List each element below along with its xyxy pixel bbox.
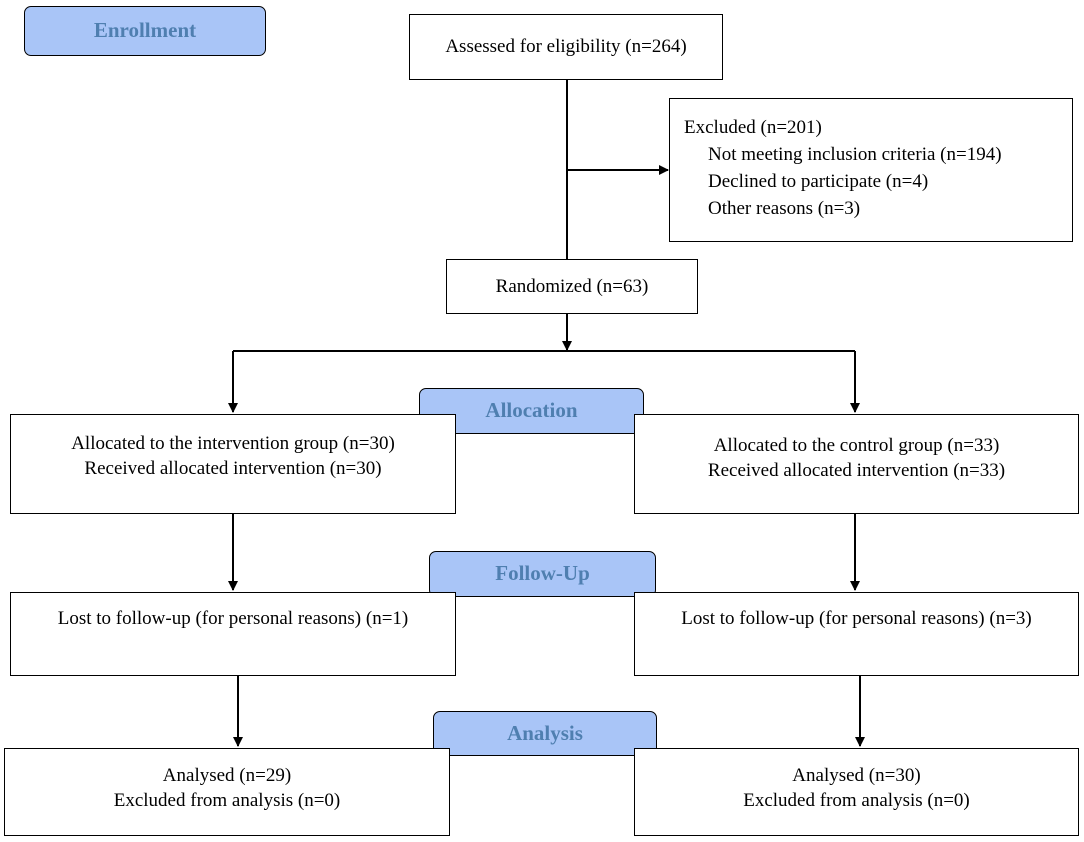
control-received-text: Received allocated intervention (n=33) xyxy=(707,460,1006,481)
randomized-box: Randomized (n=63) xyxy=(446,259,698,314)
intervention-excluded-analysis-text: Excluded from analysis (n=0) xyxy=(113,790,341,811)
control-excluded-analysis-text: Excluded from analysis (n=0) xyxy=(743,790,970,811)
randomized-text: Randomized (n=63) xyxy=(495,276,649,297)
intervention-allocated-text: Allocated to the intervention group (n=3… xyxy=(71,433,395,454)
control-allocated-text: Allocated to the control group (n=33) xyxy=(713,435,1000,456)
intervention-received-text: Received allocated intervention (n=30) xyxy=(84,458,382,479)
intervention-lost-text: Lost to follow-up (for personal reasons)… xyxy=(57,608,409,629)
control-allocation-box: Allocated to the control group (n=33) Re… xyxy=(634,414,1079,514)
excluded-reason: Not meeting inclusion criteria (n=194) xyxy=(708,144,1002,165)
control-analysis-box: Analysed (n=30) Excluded from analysis (… xyxy=(634,748,1079,836)
excluded-reason: Declined to participate (n=4) xyxy=(708,171,929,192)
intervention-analysed-text: Analysed (n=29) xyxy=(162,765,292,786)
intervention-analysis-box: Analysed (n=29) Excluded from analysis (… xyxy=(4,748,450,836)
control-lost-text: Lost to follow-up (for personal reasons)… xyxy=(681,608,1032,629)
control-follow-up-box: Lost to follow-up (for personal reasons)… xyxy=(634,592,1079,676)
control-analysed-text: Analysed (n=30) xyxy=(792,765,921,786)
excluded-title: Excluded (n=201) xyxy=(684,117,822,138)
enrollment-label: Enrollment xyxy=(24,6,266,56)
excluded-box: Excluded (n=201) Not meeting inclusion c… xyxy=(669,98,1073,242)
allocation-label: Allocation xyxy=(419,388,644,434)
follow-up-label: Follow-Up xyxy=(429,551,656,597)
assessed-text: Assessed for eligibility (n=264) xyxy=(445,36,687,57)
analysis-label: Analysis xyxy=(433,711,657,756)
excluded-reason: Other reasons (n=3) xyxy=(708,198,861,219)
intervention-allocation-box: Allocated to the intervention group (n=3… xyxy=(10,414,456,514)
intervention-follow-up-box: Lost to follow-up (for personal reasons)… xyxy=(10,592,456,676)
assessed-box: Assessed for eligibility (n=264) xyxy=(409,14,723,80)
